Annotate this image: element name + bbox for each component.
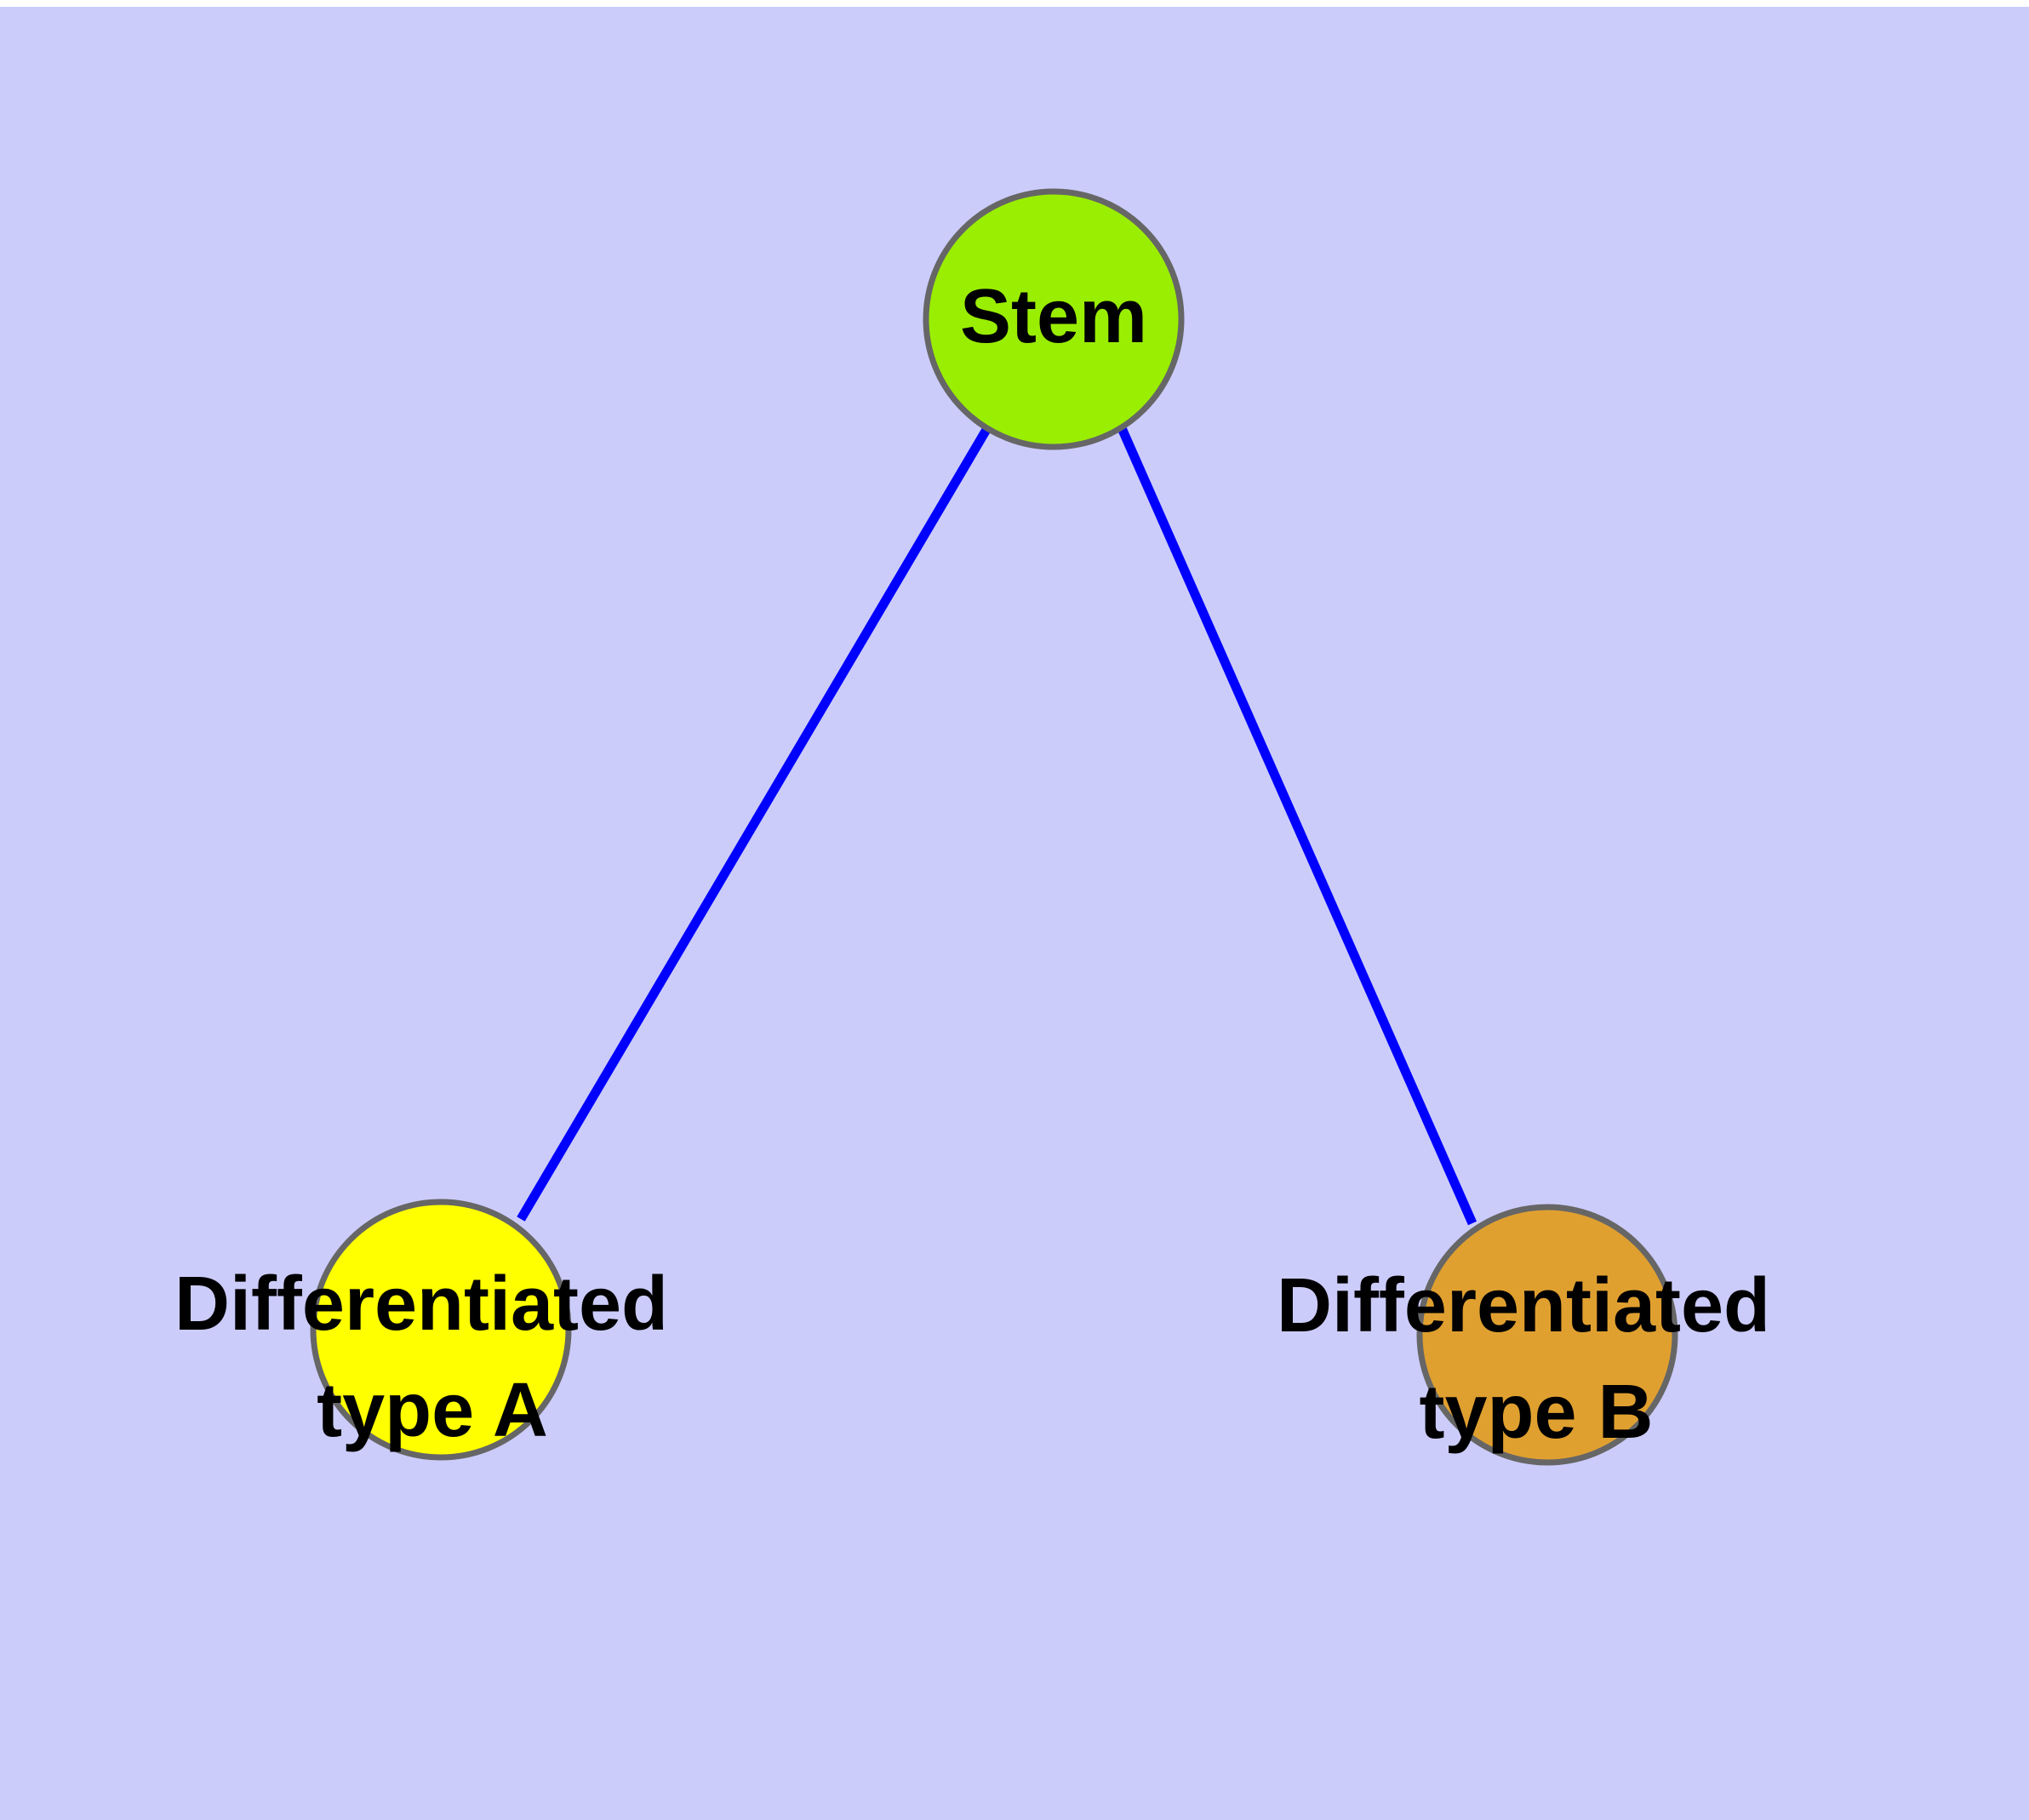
node-label-differentiated-type-a-line2: type A (317, 1368, 548, 1453)
node-label-differentiated-type-a-line1: Differentiated (174, 1262, 668, 1347)
node-label-stem: Stem (960, 274, 1147, 359)
node-label-differentiated-type-b-line2: type B (1419, 1370, 1653, 1455)
node-layer (310, 188, 1678, 1466)
edge-stem-to-differentiated-type-b[interactable] (1117, 426, 1477, 1226)
edge-layer (517, 426, 1477, 1226)
edge-stem-to-differentiated-type-a[interactable] (517, 426, 992, 1222)
node-differentiated-type-a[interactable] (310, 1199, 572, 1461)
label-layer: Stem Differentiated type A Differentiate… (174, 274, 1770, 1455)
node-stem[interactable] (923, 188, 1185, 450)
node-differentiated-type-b[interactable] (1416, 1204, 1678, 1466)
node-label-differentiated-type-b-line1: Differentiated (1277, 1263, 1770, 1348)
